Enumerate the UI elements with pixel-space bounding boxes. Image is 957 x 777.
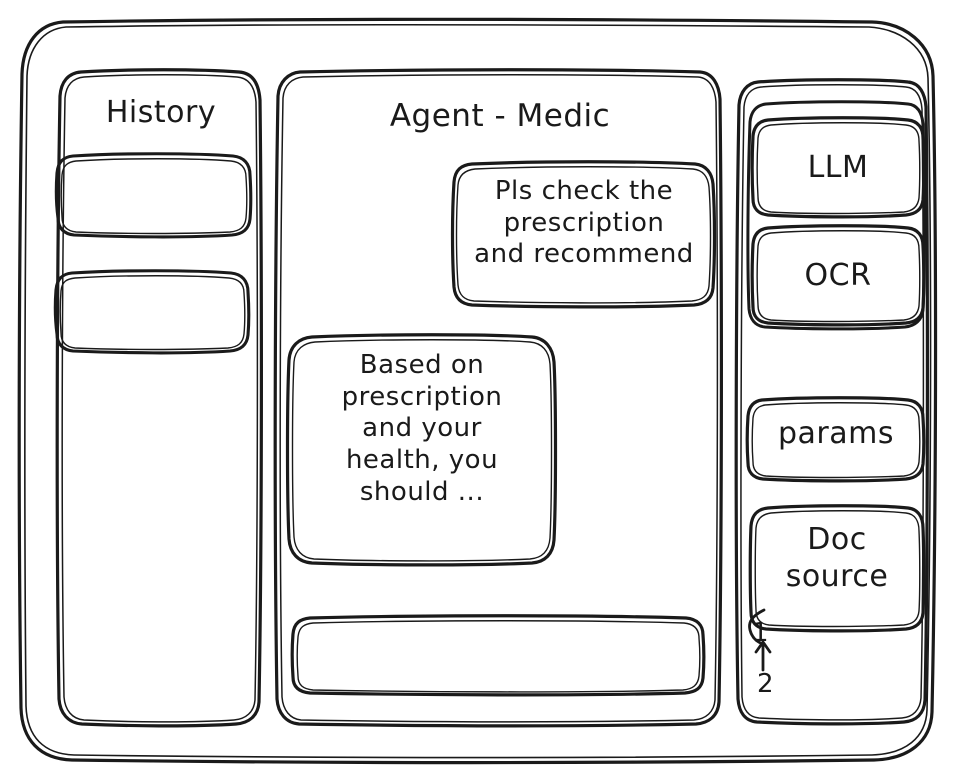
tool-ocr-button[interactable] (752, 226, 924, 325)
user-message-bubble-outline (450, 160, 717, 309)
doc-list-item-1[interactable]: 1 (752, 618, 770, 648)
composer-outline (290, 614, 706, 697)
user-message-text: Pls check the prescription and recommend (474, 176, 694, 270)
tool-llm-label: LLM (807, 150, 869, 185)
history-item-1-outline (54, 152, 253, 239)
chat-panel-outline (273, 68, 723, 728)
history-panel-outline (55, 68, 263, 728)
assistant-message-text: Based on prescription and your health, y… (341, 350, 503, 507)
tool-group-outline (746, 100, 926, 331)
doc-source-connector-arrow (748, 608, 772, 672)
history-item-2-outline (53, 269, 251, 355)
history-panel-title: History (105, 95, 217, 130)
doc-source-chip-outline (748, 504, 926, 633)
user-message-bubble (453, 162, 715, 308)
params-button[interactable] (747, 398, 924, 481)
tool-llm-outline (750, 116, 926, 219)
tool-llm-button[interactable] (752, 118, 924, 217)
assistant-message-bubble (287, 335, 557, 566)
doc-source-button[interactable] (750, 506, 924, 631)
window-frame (17, 17, 938, 765)
tools-panel-outline (734, 78, 929, 726)
tool-ocr-label: OCR (804, 258, 872, 293)
message-input[interactable] (292, 616, 705, 696)
params-chip-label: params (778, 416, 894, 451)
doc-list-item-2[interactable]: 2 (757, 669, 775, 699)
assistant-message-bubble-outline (285, 333, 558, 567)
page-title: Agent - Medic (389, 98, 611, 134)
params-chip-outline (745, 396, 926, 483)
tool-ocr-outline (750, 224, 926, 327)
history-panel (58, 68, 262, 728)
doc-source-chip-label: Doc source (785, 522, 889, 594)
